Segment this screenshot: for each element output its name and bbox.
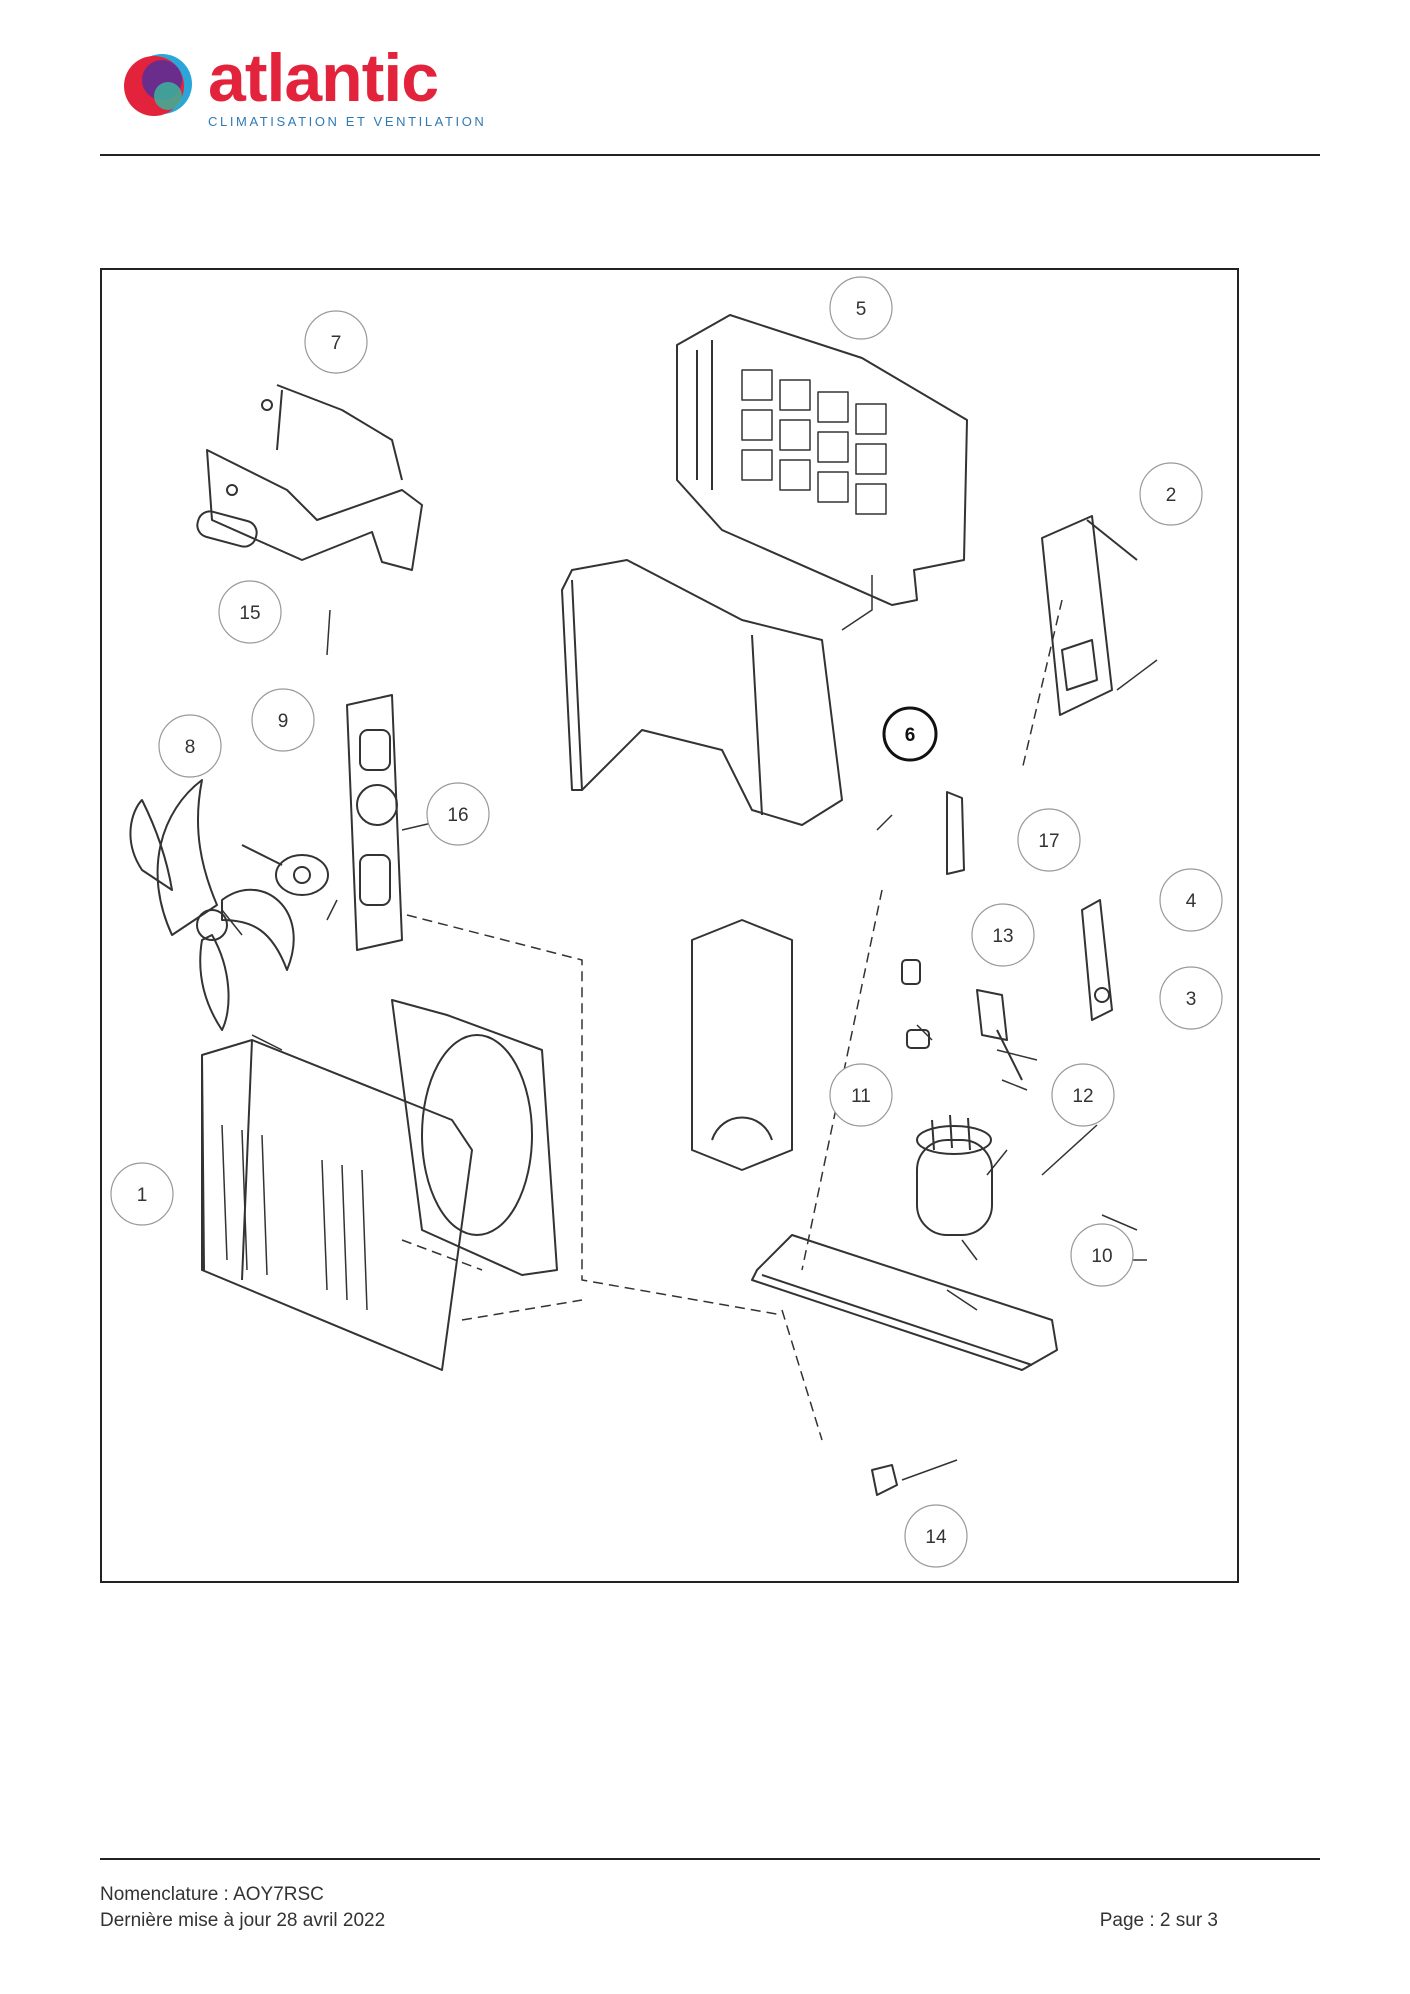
assembly-guide-lines xyxy=(401,599,1063,1441)
part-14-fitting xyxy=(871,1464,898,1496)
part-5-top-panel xyxy=(676,314,968,606)
callout-16-circle xyxy=(426,782,490,846)
part-7-bracket xyxy=(206,384,423,571)
callout-2-circle xyxy=(1139,462,1203,526)
part-2-side-plate xyxy=(1041,515,1138,716)
brand-name: atlantic xyxy=(208,40,439,116)
callout-6-circle xyxy=(882,706,938,762)
fan-guard-frame xyxy=(391,999,558,1276)
header-divider xyxy=(100,154,1320,156)
callout-15-circle xyxy=(218,580,282,644)
atlantic-logo: atlantic CLIMATISATION ET VENTILATION xyxy=(118,40,498,134)
callout-4: 4 xyxy=(1186,891,1197,912)
callout-14: 14 xyxy=(925,1527,947,1548)
callout-9-circle xyxy=(251,688,315,752)
callout-labels: 1 2 3 4 5 6 7 8 9 10 11 12 13 14 15 16 1… xyxy=(137,299,1197,1548)
callout-10-circle xyxy=(1070,1223,1134,1287)
center-partition xyxy=(691,919,793,1171)
callouts xyxy=(110,276,1223,1568)
callout-5-circle xyxy=(829,276,893,340)
part-12-13-valve-assembly xyxy=(976,989,1023,1081)
brand-tagline: CLIMATISATION ET VENTILATION xyxy=(208,114,487,129)
heat-exchanger-coil xyxy=(561,559,843,826)
callout-13-circle xyxy=(971,903,1035,967)
exploded-view-figure: 1 2 3 4 5 6 7 8 9 10 11 12 13 14 15 16 1… xyxy=(100,268,1239,1583)
callout-1-circle xyxy=(110,1162,174,1226)
callout-9: 9 xyxy=(278,711,289,732)
callout-10: 10 xyxy=(1091,1246,1112,1267)
callout-4-circle xyxy=(1159,868,1223,932)
part-9-fan-motor xyxy=(241,844,329,896)
part-16-motor-support xyxy=(346,694,403,951)
footer-page-number: Page : 2 sur 3 xyxy=(1099,1910,1218,1931)
callout-17: 17 xyxy=(1038,831,1059,852)
callout-3: 3 xyxy=(1186,989,1197,1010)
callout-3-circle xyxy=(1159,966,1223,1030)
callout-8: 8 xyxy=(185,737,196,758)
callout-5: 5 xyxy=(856,299,867,320)
footer-last-update: Dernière mise à jour 28 avril 2022 xyxy=(100,1910,386,1931)
part-11-valve xyxy=(901,959,930,1049)
callout-11: 11 xyxy=(851,1086,871,1107)
footer-nomenclature: Nomenclature : AOY7RSC xyxy=(100,1884,324,1905)
part-4-3-bracket xyxy=(1081,899,1113,1021)
callout-11-circle xyxy=(829,1063,893,1127)
callout-17-circle xyxy=(1017,808,1081,872)
callout-7: 7 xyxy=(331,333,342,354)
callout-7-circle xyxy=(304,310,368,374)
part-1-front-panel xyxy=(201,1039,473,1371)
part-10-compressor xyxy=(916,1114,993,1236)
part-8-fan-blade xyxy=(129,779,295,1031)
callout-14-circle xyxy=(904,1504,968,1568)
exploded-view-drawing: 1 2 3 4 5 6 7 8 9 10 11 12 13 14 15 16 1… xyxy=(110,276,1223,1568)
callout-15: 15 xyxy=(239,603,260,624)
atlantic-logo-mark xyxy=(124,54,192,116)
part-17-sensor xyxy=(946,791,965,875)
callout-leader-lines xyxy=(221,575,1158,1481)
callout-12-circle xyxy=(1051,1063,1115,1127)
callout-8-circle xyxy=(158,714,222,778)
base-plate xyxy=(751,1234,1058,1371)
callout-16: 16 xyxy=(447,805,468,826)
callout-13: 13 xyxy=(992,926,1013,947)
footer-divider xyxy=(100,1858,1320,1860)
callout-2: 2 xyxy=(1166,485,1177,506)
callout-12: 12 xyxy=(1072,1086,1093,1107)
callout-6: 6 xyxy=(905,725,916,746)
part-15-capacitor xyxy=(196,510,258,548)
callout-1: 1 xyxy=(137,1185,148,1206)
